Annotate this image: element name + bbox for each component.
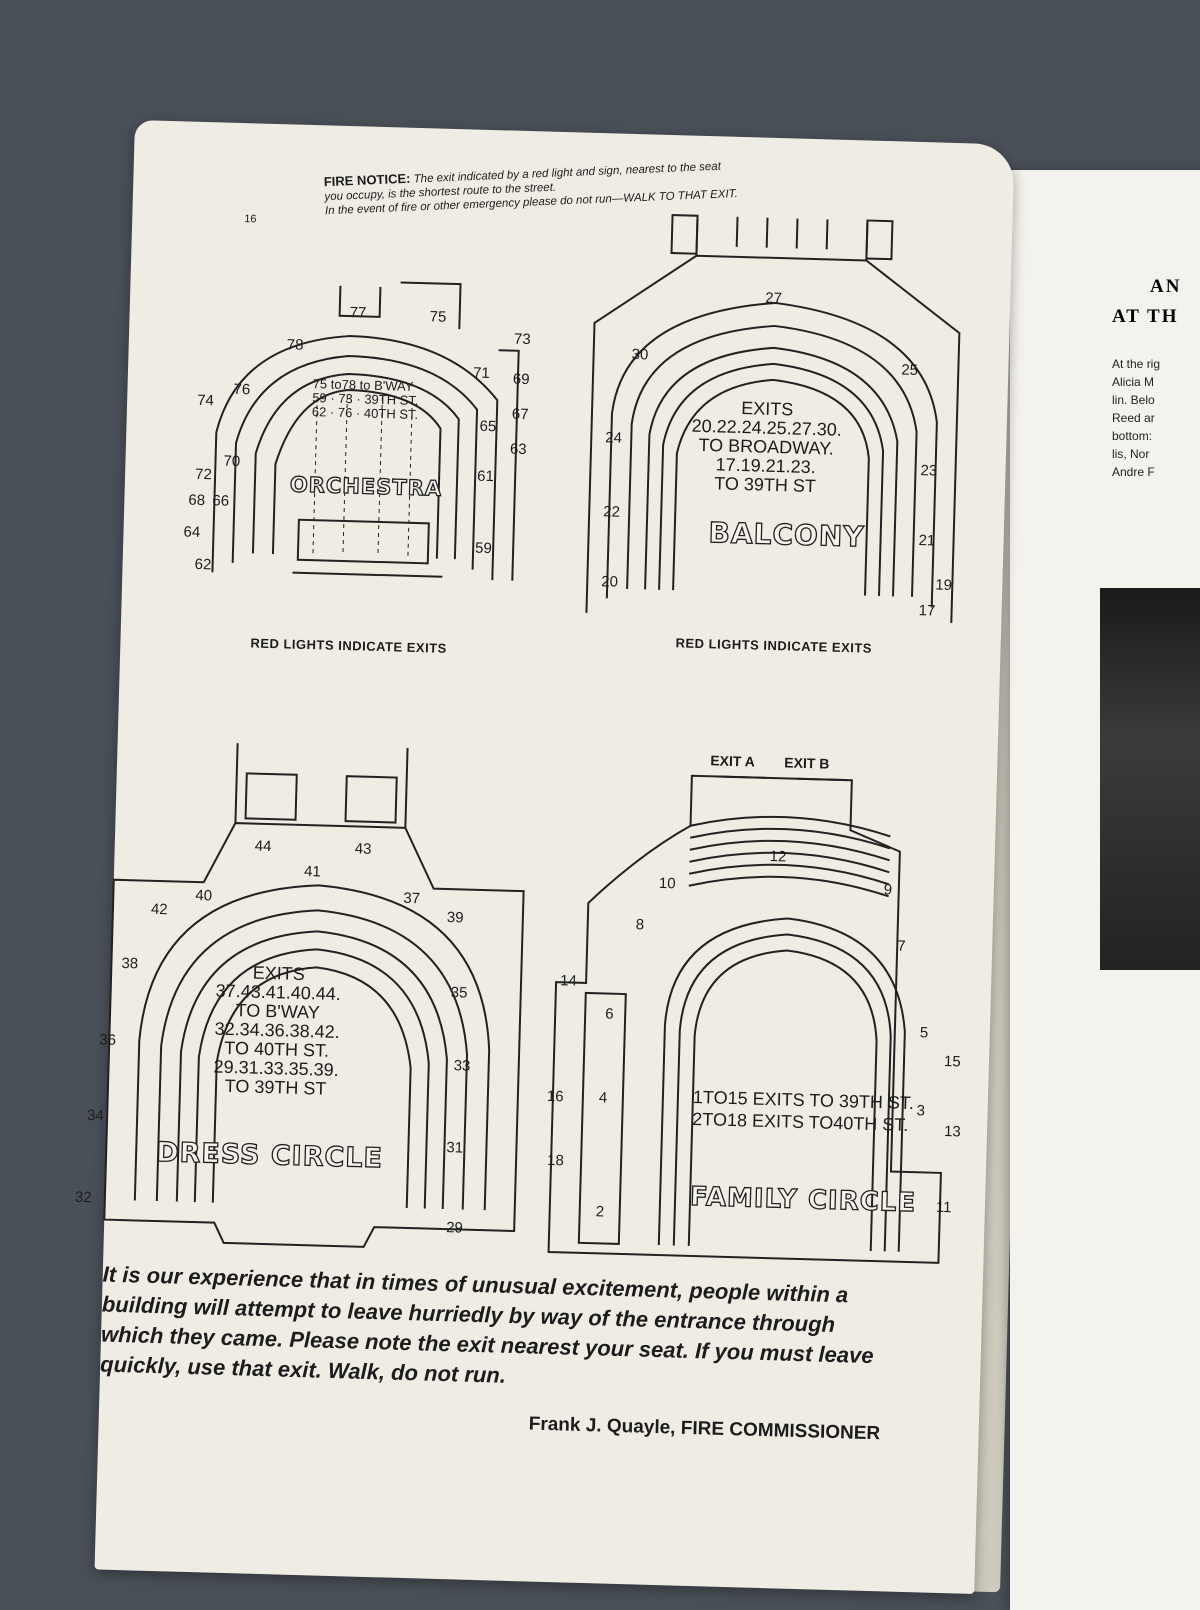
seat-number: 27 xyxy=(765,289,783,308)
seat-number: 29 xyxy=(445,1219,464,1237)
facing-caption-line: lis, Nor xyxy=(1112,447,1150,461)
seat-number: 5 xyxy=(919,1024,929,1042)
seat-number: 30 xyxy=(631,345,649,364)
seat-number: 44 xyxy=(254,837,272,856)
seat-number: 70 xyxy=(223,452,241,471)
program-page: 16 FIRE NOTICE: The exit indicated by a … xyxy=(75,120,1015,1595)
exit-a-label: EXIT A xyxy=(710,752,756,770)
seat-number: 14 xyxy=(559,972,578,990)
orchestra-plan: ORCHESTRA 75 to78 to B'WAY 59 · 73 · 39T… xyxy=(183,252,551,592)
seat-number: 36 xyxy=(99,1031,117,1049)
facing-page: AN AT TH At the rig Alicia M lin. Belo R… xyxy=(1010,170,1200,1610)
seat-number: 24 xyxy=(605,429,623,447)
page-number: 16 xyxy=(244,213,257,226)
facing-caption-line: bottom: xyxy=(1112,429,1153,443)
seat-number: 11 xyxy=(935,1198,952,1217)
facing-caption-line: Alicia M xyxy=(1112,375,1155,389)
seat-number: 6 xyxy=(604,1005,614,1023)
seat-number: 31 xyxy=(446,1139,464,1157)
seat-number: 32 xyxy=(74,1188,92,1207)
seat-number: 73 xyxy=(513,330,531,349)
orchestra-plan-drawing xyxy=(211,281,520,581)
seat-number: 25 xyxy=(901,361,919,379)
seat-number: 33 xyxy=(453,1057,471,1075)
facing-heading-1: AN xyxy=(1150,276,1182,297)
family-circle-exits: 1TO15 EXITS TO 39TH ST. 2TO18 EXITS TO40… xyxy=(692,1086,914,1136)
facing-caption-line: lin. Belo xyxy=(1112,393,1155,407)
facing-caption-line: Andre F xyxy=(1112,465,1155,479)
seat-number: 69 xyxy=(512,370,530,389)
seat-number: 72 xyxy=(194,465,213,484)
orchestra-exits-line-3: 62 · 76 · 40TH ST. xyxy=(311,404,419,423)
exit-b-label: EXIT B xyxy=(784,754,830,772)
seat-number: 3 xyxy=(916,1102,926,1120)
seat-number: 65 xyxy=(479,417,497,436)
seat-number: 16 xyxy=(546,1087,564,1106)
evacuation-warning: It is our experience that in times of un… xyxy=(99,1261,874,1388)
seat-number: 35 xyxy=(450,984,468,1002)
seat-number: 63 xyxy=(509,440,527,459)
family-circle-title: FAMILY CIRCLE xyxy=(689,1181,917,1219)
seat-number: 9 xyxy=(883,881,893,899)
seat-number: 41 xyxy=(303,863,322,881)
seat-number: 38 xyxy=(121,954,139,973)
family-circle-plan-drawing xyxy=(547,774,942,1264)
seat-number: 12 xyxy=(769,848,787,866)
fire-notice-label: FIRE NOTICE: xyxy=(323,170,411,190)
fire-commissioner-signature: Frank J. Quayle, FIRE COMMISSIONER xyxy=(528,1413,881,1445)
balcony-exits: EXITS 20.22.24.25.27.30. TO BROADWAY. 17… xyxy=(690,398,843,497)
seat-number: 13 xyxy=(943,1122,961,1141)
seat-number: 71 xyxy=(472,364,490,383)
seat-number: 4 xyxy=(598,1089,608,1107)
dress-circle-plan-drawing xyxy=(103,743,525,1248)
orchestra-exits: 75 to78 to B'WAY 59 · 73 · 39TH ST. 62 ·… xyxy=(311,376,419,423)
seat-number: 18 xyxy=(546,1151,565,1170)
dress-circle-plan: EXITS 37.43.41.40.44. TO B'WAY 32.34.36.… xyxy=(75,739,537,1261)
seat-number: 76 xyxy=(233,380,251,399)
dress-circle-title: DRESS CIRCLE xyxy=(155,1136,384,1175)
seat-number: 21 xyxy=(918,532,936,550)
facing-photo xyxy=(1100,588,1200,970)
seat-number: 19 xyxy=(935,576,953,594)
balcony-title: BALCONY xyxy=(708,516,866,555)
seat-number: 77 xyxy=(349,304,367,322)
seat-number: 43 xyxy=(354,840,372,858)
orchestra-title: ORCHESTRA xyxy=(289,472,443,502)
dress-circle-exits: EXITS 37.43.41.40.44. TO B'WAY 32.34.36.… xyxy=(213,963,342,1099)
seat-number: 67 xyxy=(511,405,529,424)
seat-number: 10 xyxy=(658,874,676,893)
seat-number: 74 xyxy=(196,391,215,410)
seat-number: 61 xyxy=(476,467,495,486)
seat-number: 40 xyxy=(195,886,213,905)
seat-number: 34 xyxy=(86,1107,105,1125)
seat-number: 7 xyxy=(896,937,906,955)
seat-number: 2 xyxy=(595,1203,605,1221)
seat-number: 22 xyxy=(603,503,621,521)
balcony-plan-drawing xyxy=(585,214,961,624)
family-circle-plan: EXIT A EXIT B 1TO15 EXITS TO 39TH ST. 2T… xyxy=(538,742,972,1279)
seat-number: 59 xyxy=(474,539,493,558)
facing-caption-line: At the rig xyxy=(1112,357,1161,371)
seat-number: 23 xyxy=(920,462,938,480)
seat-number: 37 xyxy=(403,889,421,908)
seat-number: 75 xyxy=(429,308,447,326)
orchestra-red-lights-note: RED LIGHTS INDICATE EXITS xyxy=(250,635,448,656)
facing-heading-2: AT TH xyxy=(1112,306,1179,327)
seat-number: 78 xyxy=(286,336,304,354)
balcony-plan: EXITS 20.22.24.25.27.30. TO BROADWAY. 17… xyxy=(576,203,978,634)
seat-number: 62 xyxy=(194,555,212,574)
balcony-red-lights-note: RED LIGHTS INDICATE EXITS xyxy=(675,635,873,656)
facing-caption-line: Reed ar xyxy=(1112,411,1155,425)
fire-notice-text-1: The exit indicated by a red light and si… xyxy=(413,160,722,186)
seat-number: 64 xyxy=(183,523,201,541)
seat-number: 42 xyxy=(150,900,168,919)
seat-number: 39 xyxy=(446,909,464,927)
seat-number: 66 xyxy=(212,492,230,510)
dress-circle-exits-line-6: TO 39TH ST xyxy=(224,1075,327,1099)
seat-number: 17 xyxy=(918,602,936,620)
seat-number: 15 xyxy=(943,1052,961,1071)
seat-number: 8 xyxy=(635,916,645,934)
seat-number: 68 xyxy=(188,491,206,510)
seat-number: 20 xyxy=(601,573,619,591)
